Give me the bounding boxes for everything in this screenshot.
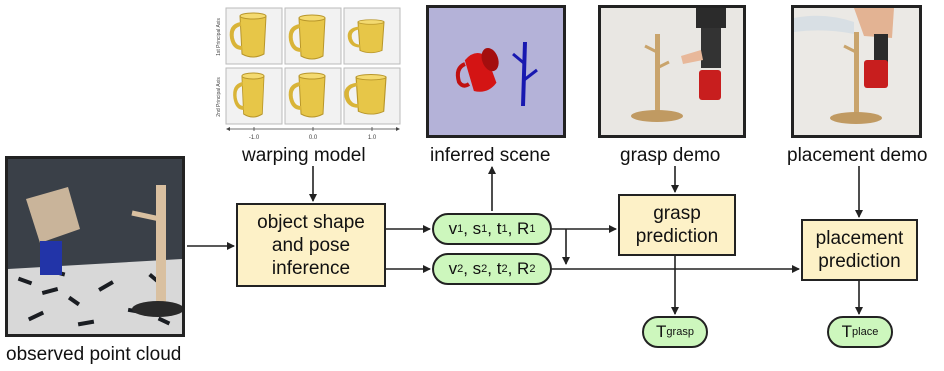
mug-cell bbox=[225, 67, 283, 125]
robot-arm bbox=[696, 8, 726, 28]
grasp-prediction-box: grasp prediction bbox=[618, 194, 736, 256]
red-mug bbox=[864, 60, 888, 88]
box-line: prediction bbox=[818, 251, 901, 272]
box-line: inference bbox=[271, 257, 351, 279]
box-line: prediction bbox=[635, 226, 719, 247]
box-line: object shape bbox=[257, 211, 365, 233]
grasp-demo-image bbox=[598, 5, 746, 138]
wooden-stand bbox=[854, 32, 859, 116]
axis-tick-label: 0.0 bbox=[309, 135, 318, 141]
mug-cell bbox=[343, 7, 401, 65]
warping-model-caption: warping model bbox=[242, 145, 366, 166]
placement-prediction-box: placement prediction bbox=[801, 219, 918, 281]
point-cloud-image bbox=[5, 156, 185, 337]
row1-axis-label: 1st Principal Axis bbox=[216, 18, 222, 56]
point-cloud-stand bbox=[156, 185, 166, 305]
red-mug-render bbox=[455, 47, 499, 92]
point-cloud-caption: observed point cloud bbox=[6, 344, 182, 365]
axis-tick-label: 1.0 bbox=[368, 135, 377, 141]
grasp-demo-caption: grasp demo bbox=[620, 145, 721, 166]
mug-cell bbox=[284, 7, 342, 65]
shape-pose-inference-box: object shape and pose inference bbox=[236, 203, 386, 287]
row2-axis-label: 2nd Principal Axis bbox=[216, 77, 222, 117]
mug-cell bbox=[225, 7, 283, 65]
mug-cell bbox=[343, 67, 401, 125]
wooden-stand bbox=[655, 34, 660, 114]
placement-demo-image bbox=[791, 5, 922, 138]
box-line: placement bbox=[815, 228, 904, 249]
box-line: grasp bbox=[653, 203, 701, 224]
mug-cell bbox=[284, 67, 342, 125]
warping-model-panel: 1st Principal Axis 2nd Principal Axis -1… bbox=[210, 2, 410, 142]
axis-tick-label: -1.0 bbox=[249, 135, 260, 141]
warping-model-grid: 1st Principal Axis 2nd Principal Axis -1… bbox=[216, 7, 401, 141]
inferred-scene-caption: inferred scene bbox=[430, 145, 551, 166]
human-hand bbox=[854, 8, 894, 38]
box-line: and pose bbox=[271, 234, 351, 256]
human-hand bbox=[681, 50, 703, 64]
point-cloud-mug bbox=[26, 187, 80, 243]
placement-demo-caption: placement demo bbox=[787, 145, 928, 166]
red-mug bbox=[699, 70, 721, 100]
inferred-scene-image bbox=[426, 5, 566, 138]
stand-render bbox=[512, 41, 538, 107]
